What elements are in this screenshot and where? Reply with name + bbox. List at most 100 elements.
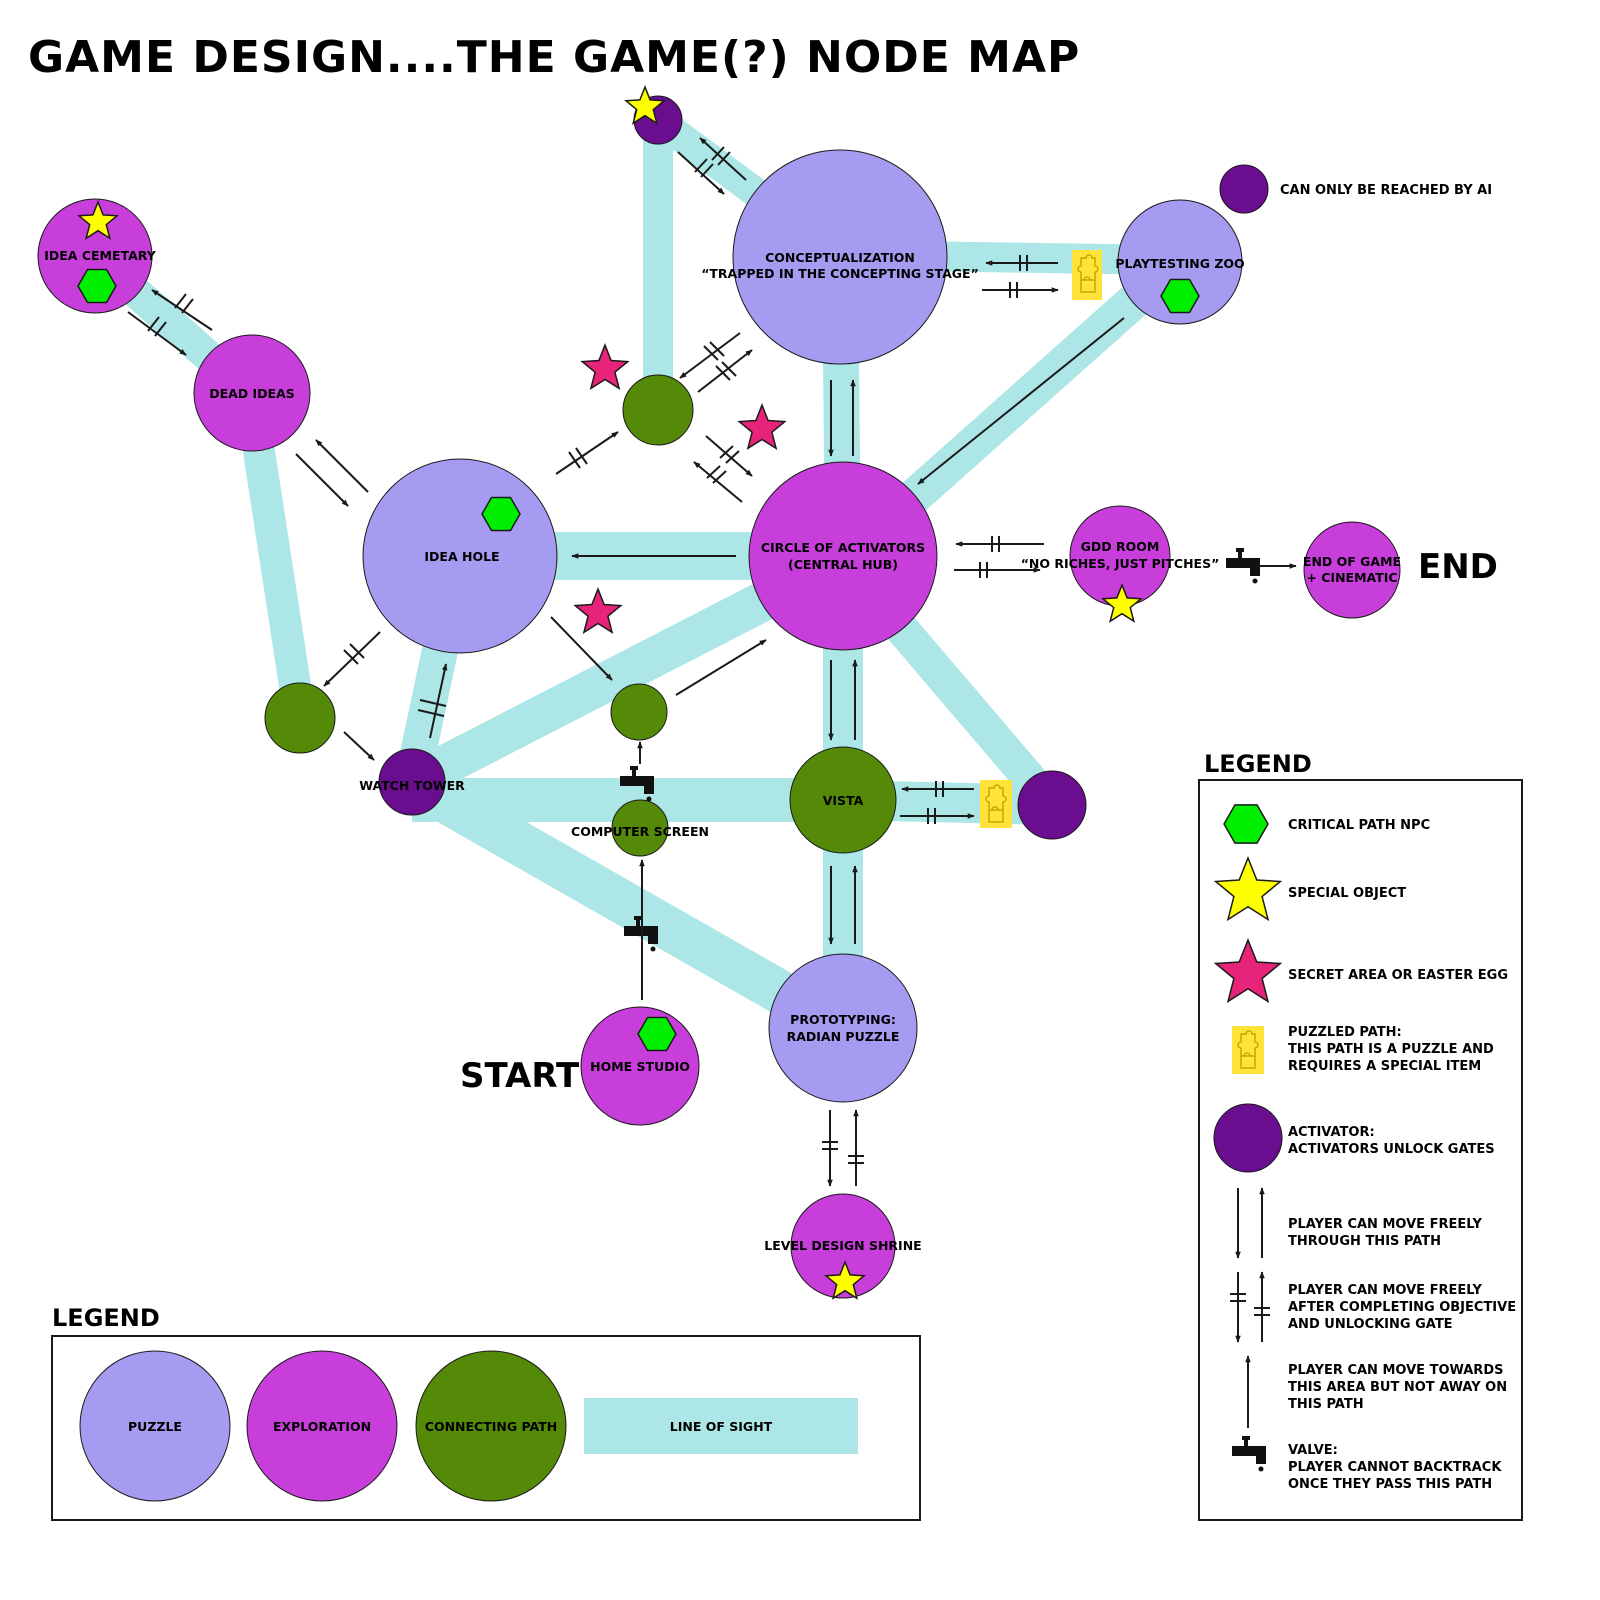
- idea-cemetary-label: IDEA CEMETARY: [44, 248, 156, 263]
- puzzle-piece-icon: [1232, 1026, 1264, 1074]
- line-of-sight-corridors: [84, 107, 1192, 1048]
- legend-bottom-heading: LEGEND: [52, 1304, 160, 1332]
- end-of-game-sublabel: + CINEMATIC: [1306, 570, 1397, 585]
- puzzle-piece-icon: [1072, 250, 1102, 300]
- legend-one-way-line1: PLAYER CAN MOVE TOWARDS: [1288, 1363, 1503, 1378]
- gated-path-arrow: [679, 332, 741, 379]
- legend-activator-swatch: [1213, 1103, 1283, 1173]
- legend-critical-npc-label: CRITICAL PATH NPC: [1288, 818, 1430, 833]
- legend-puzzled-path-line1: PUZZLED PATH:: [1288, 1025, 1402, 1040]
- free-path-arrow: [315, 439, 369, 493]
- ai-activator-swatch: [1219, 164, 1269, 214]
- legend-activator-line2: ACTIVATORS UNLOCK GATES: [1288, 1142, 1495, 1157]
- secret-area-icon: [737, 402, 787, 451]
- node-computer-screen[interactable]: [611, 799, 669, 857]
- critical-path-npc-icon: [637, 1016, 677, 1052]
- gated-path-arrow: [693, 461, 743, 503]
- node-path-left[interactable]: [264, 682, 336, 754]
- node-vista[interactable]: [789, 746, 897, 854]
- special-object-icon: [1101, 582, 1143, 623]
- legend-los-label: LINE OF SIGHT: [670, 1419, 773, 1434]
- legend-puzzle-swatch: [79, 1350, 231, 1502]
- critical-path-npc-icon: [77, 268, 117, 304]
- vista-label: VISTA: [823, 793, 864, 808]
- valve-icon: [1232, 1436, 1266, 1472]
- page-title: GAME DESIGN....THE GAME(?) NODE MAP: [28, 32, 1080, 83]
- legend-free-line2: THROUGH THIS PATH: [1288, 1234, 1441, 1249]
- valve-icon: [620, 766, 654, 802]
- prototyping-sublabel: RADIAN PUZZLE: [787, 1029, 900, 1044]
- legend-puzzled-path-line3: REQUIRES A SPECIAL ITEM: [1288, 1059, 1481, 1074]
- node-prototyping[interactable]: [768, 953, 918, 1103]
- node-level-design-shrine[interactable]: [790, 1193, 896, 1299]
- legend-los-swatch: [584, 1398, 858, 1454]
- idea-hole-label: IDEA HOLE: [424, 549, 499, 564]
- gated-path-arrow: [705, 435, 753, 477]
- free-path-arrow: [295, 453, 349, 507]
- start-label: START: [460, 1056, 580, 1096]
- legend-puzzled-path-line2: THIS PATH IS A PUZZLE AND: [1288, 1042, 1494, 1057]
- node-dead-ideas[interactable]: [193, 334, 311, 452]
- home-studio-label: HOME STUDIO: [590, 1059, 690, 1074]
- node-end-of-game[interactable]: [1303, 521, 1401, 619]
- legend-special-object-label: SPECIAL OBJECT: [1288, 886, 1406, 901]
- critical-path-npc-icon: [1223, 804, 1269, 844]
- node-circle-of-activators[interactable]: [748, 461, 938, 651]
- node-path-top[interactable]: [622, 374, 694, 446]
- valve-icon: [1226, 548, 1260, 584]
- legend-valve-line1: VALVE:: [1288, 1443, 1338, 1458]
- secret-area-icon: [1213, 937, 1283, 1004]
- node-conceptualization[interactable]: [732, 149, 948, 365]
- gdd-room-sublabel: “NO RICHES, JUST PITCHES”: [1021, 556, 1220, 571]
- legend-free-line1: PLAYER CAN MOVE FREELY: [1288, 1217, 1482, 1232]
- prototyping-label: PROTOTYPING:: [790, 1012, 896, 1027]
- end-label: END: [1418, 547, 1498, 587]
- special-object-icon: [824, 1259, 866, 1300]
- legend-gated-line1: PLAYER CAN MOVE FREELY: [1288, 1283, 1482, 1298]
- legend-bottom: LEGEND PUZZLE EXPLORATION CONNECTING PAT…: [51, 1304, 921, 1521]
- ai-legend-label: CAN ONLY BE REACHED BY AI: [1280, 183, 1492, 198]
- gated-path-arrow: [677, 151, 725, 195]
- node-labels: CONCEPTUALIZATION “TRAPPED IN THE CONCEP…: [44, 248, 1498, 1253]
- watch-tower-label: WATCH TOWER: [359, 778, 465, 793]
- playtesting-zoo-label: PLAYTESTING ZOO: [1115, 256, 1244, 271]
- legend-puzzle-label: PUZZLE: [128, 1419, 182, 1434]
- one-way-path-arrow: [917, 317, 1125, 485]
- node-activator-watch-tower[interactable]: [378, 748, 446, 816]
- ai-legend: CAN ONLY BE REACHED BY AI: [1219, 164, 1492, 214]
- conceptualization-sublabel: “TRAPPED IN THE CONCEPTING STAGE”: [701, 266, 979, 281]
- dead-ideas-label: DEAD IDEAS: [209, 386, 295, 401]
- legend-right-heading: LEGEND: [1204, 750, 1312, 778]
- node-activator-east[interactable]: [1017, 770, 1087, 840]
- gated-path-arrow: [697, 349, 753, 393]
- nodes: [37, 95, 1401, 1299]
- los-corridor: [401, 762, 854, 1048]
- node-playtesting-zoo[interactable]: [1117, 199, 1243, 325]
- map-icons: [77, 84, 1200, 1300]
- one-way-path-arrow: [550, 616, 613, 681]
- conceptualization-label: CONCEPTUALIZATION: [765, 250, 915, 265]
- one-way-path-arrow: [343, 731, 375, 761]
- legend-connecting-label: CONNECTING PATH: [425, 1419, 557, 1434]
- legend-connecting-swatch: [415, 1350, 567, 1502]
- gated-path-arrow: [429, 663, 448, 739]
- circle-of-activators-label: CIRCLE OF ACTIVATORS: [761, 540, 925, 555]
- legend-valve-line3: ONCE THEY PASS THIS PATH: [1288, 1477, 1492, 1492]
- legend-gated-line2: AFTER COMPLETING OBJECTIVE: [1288, 1300, 1516, 1315]
- node-path-mid[interactable]: [610, 683, 668, 741]
- legend-exploration-swatch: [246, 1350, 398, 1502]
- legend-bottom-box: [51, 1335, 921, 1521]
- gated-path-arrow: [555, 431, 619, 475]
- legend-exploration-label: EXPLORATION: [273, 1419, 371, 1434]
- legend-right: LEGEND CRITICAL PATH NPC SPECIAL OBJECT …: [1198, 750, 1523, 1521]
- node-idea-cemetary[interactable]: [37, 198, 153, 314]
- gated-path-arrow: [151, 289, 213, 331]
- legend-right-box: [1198, 779, 1523, 1521]
- legend-one-way-line2: THIS AREA BUT NOT AWAY ON: [1288, 1380, 1507, 1395]
- special-object-icon: [624, 84, 666, 125]
- secret-area-icon: [580, 342, 630, 391]
- computer-screen-label: COMPUTER SCREEN: [571, 824, 709, 839]
- gdd-room-label: GDD ROOM: [1081, 539, 1160, 554]
- critical-path-npc-icon: [1160, 278, 1200, 314]
